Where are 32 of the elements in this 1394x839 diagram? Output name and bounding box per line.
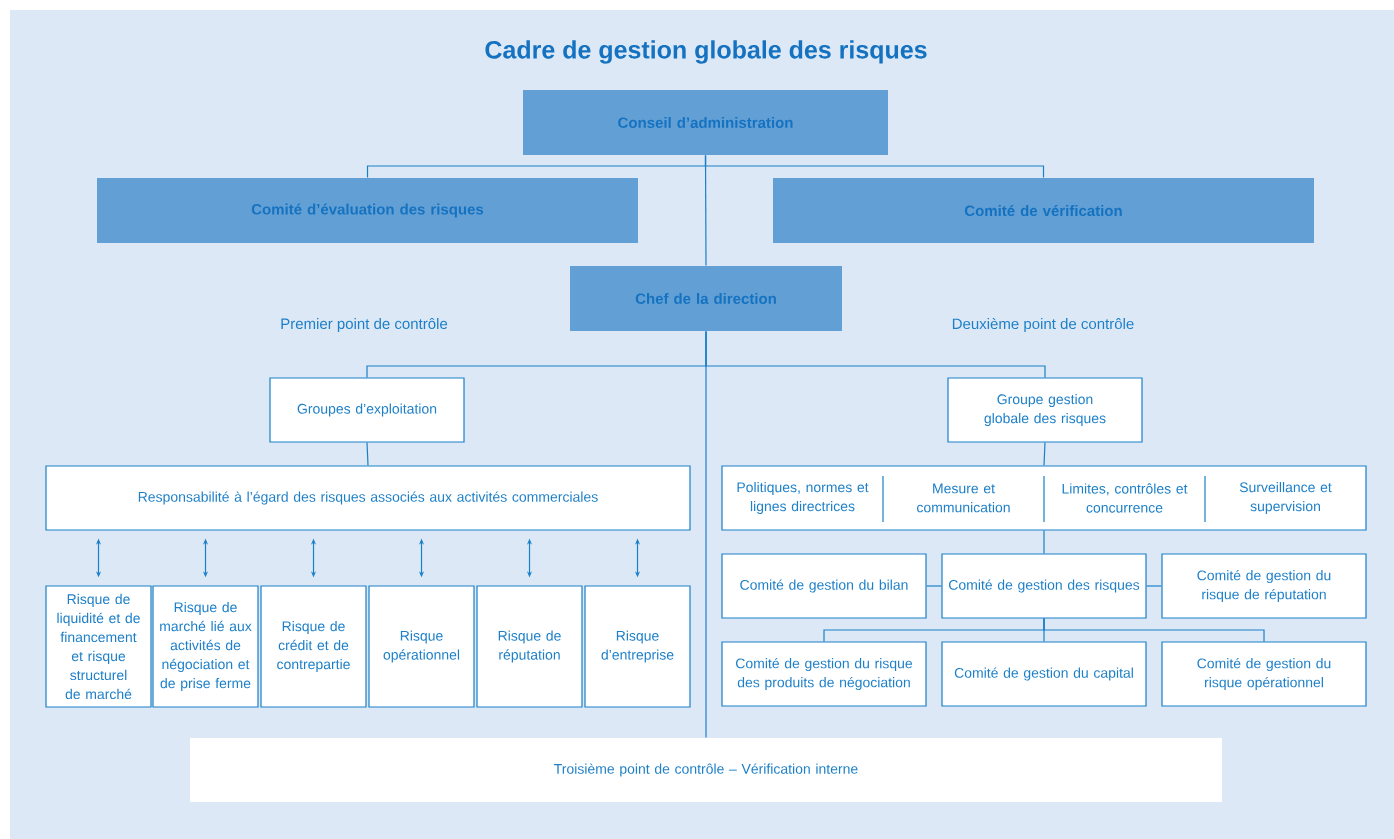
- committee-box: Comité d’évaluation des risques: [97, 178, 638, 243]
- org-box: Groupes d’exploitation: [269, 377, 465, 443]
- function-band: Politiques, normes et lignes directrices Mesure et communication Limites, contrôles et concurrence Surveillance et supervision: [721, 465, 1367, 531]
- title: Cadre de gestion globale des risques: [485, 40, 927, 64]
- committee-box: Comité de vérification: [773, 178, 1314, 243]
- connector: [926, 585, 942, 587]
- risk-box: Risque d’entreprise: [584, 585, 691, 708]
- connector: [1146, 585, 1162, 587]
- risk-box: Risque de crédit et de contrepartie: [260, 585, 367, 708]
- connector: [1043, 442, 1046, 466]
- committee-box: Conseil d’administration: [523, 90, 888, 155]
- connector: [705, 330, 707, 739]
- org-box: Groupe gestion globale des risques: [947, 377, 1143, 443]
- section-label: Deuxième point de contrôle: [952, 317, 1134, 333]
- risk-box: Risque de liquidité et de financement et risque structurel de marché: [45, 585, 152, 708]
- audit-band: Troisième point de contrôle – Vérification interne: [190, 738, 1222, 802]
- risk-box: Risque de marché lié aux activités de négociation et de prise ferme: [152, 585, 259, 708]
- risk-box: Risque de réputation: [476, 585, 583, 708]
- connector: [1043, 530, 1045, 554]
- org-box: Responsabilité à l’égard des risques associés aux activités commerciales: [45, 465, 691, 531]
- committee-box: Chef de la direction: [570, 266, 842, 331]
- org-box: Comité de gestion du bilan: [721, 553, 927, 619]
- org-box: Comité de gestion du risque de réputation: [1161, 553, 1367, 619]
- org-box: Comité de gestion du risque opérationnel: [1161, 641, 1367, 707]
- connector: [1043, 618, 1265, 642]
- section-label: Premier point de contrôle: [281, 318, 448, 332]
- connector: [704, 154, 707, 267]
- org-box: Comité de gestion du risque des produits de négociation: [721, 641, 927, 707]
- connector: [366, 442, 369, 466]
- org-box: Comité de gestion du capital: [941, 641, 1147, 707]
- org-box: Comité de gestion des risques: [941, 553, 1147, 619]
- risk-box: Risque opérationnel: [368, 585, 475, 708]
